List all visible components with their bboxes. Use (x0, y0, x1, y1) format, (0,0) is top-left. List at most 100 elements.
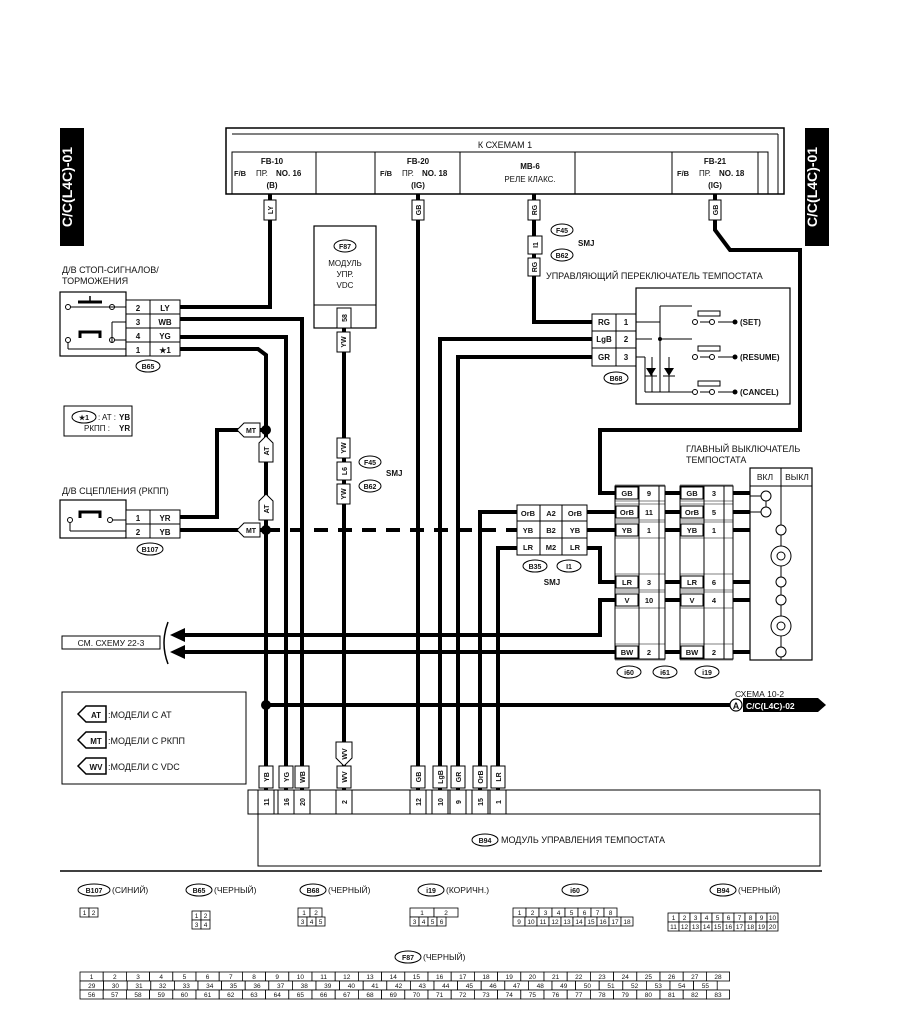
connector-pin-label: 1 (83, 910, 87, 917)
connector-pin-label: 3 (136, 974, 140, 981)
smj-f45-mid: F45 (364, 460, 376, 467)
tag-wv: WV (335, 741, 353, 767)
connector-pin-label: 9 (517, 919, 521, 926)
tag-mt2: MT (236, 522, 261, 538)
connector-pin-label: 15 (413, 974, 421, 981)
module-b94: B94 МОДУЛЬ УПРАВЛЕНИЯ ТЕМПОСТАТА (247, 789, 821, 867)
connector-pin-label: 10 (527, 919, 535, 926)
connector-pin-label: 81 (668, 992, 676, 999)
connector-pin-label: 11 (670, 924, 677, 931)
smj-mid: YW L6 YW F45 B62 SMJ (336, 437, 402, 505)
fuse2-c: ПР. (402, 169, 414, 178)
connector-pin-label: 18 (623, 919, 631, 926)
connector-desc: (ЧЕРНЫЙ) (423, 951, 466, 962)
connector-pin-label: 4 (422, 919, 426, 926)
connector-pin-label: 52 (631, 983, 639, 990)
smj-box-pin: B2 (546, 526, 556, 535)
module-pin-wire: GR (456, 772, 463, 783)
connector-pin-label: 3 (301, 919, 305, 926)
connector-pin-label: 15 (587, 919, 595, 926)
stop-switch-code: B65 (142, 364, 155, 371)
smj-f45-top: F45 (556, 228, 568, 235)
connector-pin-label: 34 (206, 983, 214, 990)
connector-pin-label: 6 (440, 919, 444, 926)
module-pin-wire: WV (342, 771, 349, 783)
smj-label-low: SMJ (544, 578, 560, 587)
stop-pin-n: 3 (136, 318, 141, 327)
connector-code: i19 (426, 888, 436, 895)
main-left-pin-w: V (624, 596, 629, 605)
connector-pin-label: 56 (88, 992, 96, 999)
connector-pin-label: 13 (366, 974, 374, 981)
connector-pin-label: 20 (529, 974, 537, 981)
vdc-line3: VDC (337, 281, 354, 290)
legend-tag: AT (91, 711, 101, 720)
legend-tag: WV (90, 763, 104, 772)
legend-text: :МОДЕЛИ С AT (108, 710, 172, 720)
connector-pin-label: 46 (489, 983, 497, 990)
stop-pin-w: YG (159, 332, 171, 341)
smj-box-left: YB (523, 526, 534, 535)
side-label-right-text: C/C(L4C)-01 (804, 147, 820, 227)
connector-pin-label: 69 (390, 992, 398, 999)
bracket-icon (163, 621, 169, 665)
main-left-pin-n: 1 (647, 526, 651, 535)
connector-pin-label: 1 (420, 910, 424, 917)
scheme-ref-line1: СХЕМА 10-2 (735, 689, 784, 699)
connector-pin-label: 14 (575, 919, 583, 926)
module-name: МОДУЛЬ УПРАВЛЕНИЯ ТЕМПОСТАТА (501, 835, 665, 845)
code-i61: i61 (660, 670, 670, 677)
module-pin-wire: WB (300, 771, 307, 783)
ctrl-pin-w: GR (598, 353, 610, 362)
connector-pin-label: 76 (552, 992, 560, 999)
note-line2: РКПП : (84, 424, 110, 433)
tag-mt2-text: MT (246, 528, 257, 535)
control-switch: УПРАВЛЯЮЩИЙ ПЕРЕКЛЮЧАТЕЛЬ ТЕМПОСТАТА RG … (546, 270, 791, 405)
smj-top-rg: RG (532, 261, 539, 272)
connector-pin-label: 65 (297, 992, 305, 999)
module-pin-wire: YB (264, 772, 271, 782)
ctrl-pin-w: LgB (596, 335, 612, 344)
main-left-pin-w: BW (621, 648, 634, 657)
fuse2-a: F/B (380, 169, 393, 178)
stop-switch: Д/В СТОП-СИГНАЛОВ/ ТОРМОЖЕНИЯ 2 LY 3 WB … (59, 265, 181, 373)
connector-pin-label: 80 (645, 992, 653, 999)
connector-desc: (ЧЕРНЫЙ) (214, 884, 257, 895)
scheme-ref-line2: C/C(L4C)-02 (746, 701, 795, 711)
wire-tag-rg: RG (527, 199, 541, 221)
module-pin-number: 10 (438, 798, 445, 806)
main-left-pin-n: 10 (645, 596, 653, 605)
smj-box-right: LR (570, 543, 581, 552)
connector-pin-label: 41 (371, 983, 379, 990)
ctrl-resume-label: (RESUME) (740, 353, 780, 362)
main-right-pin-w: YB (687, 526, 698, 535)
main-switch-on: ВКЛ (757, 472, 773, 482)
connector-pin-label: 63 (250, 992, 258, 999)
connector-pin-label: 20 (769, 924, 777, 931)
connector-pin-label: 74 (506, 992, 514, 999)
connector-pin-label: 62 (227, 992, 235, 999)
module-pin-wire: GB (416, 772, 423, 783)
connector-desc: (КОРИЧН.) (446, 885, 489, 895)
connector-pin-label: 12 (343, 974, 351, 981)
smj-label-top: SMJ (578, 239, 594, 248)
connector-pin-label: 6 (727, 915, 731, 922)
connector-pin-label: 2 (113, 974, 117, 981)
connector-pin-label: 4 (204, 922, 208, 929)
vdc-yw-tag: YW (341, 336, 348, 348)
fuse2-b: FB-20 (407, 157, 430, 166)
tag-mt1-text: MT (246, 428, 257, 435)
stop-switch-title1: Д/В СТОП-СИГНАЛОВ/ (62, 265, 159, 275)
wire-tag-gb2-text: GB (713, 205, 720, 216)
vdc-code: F87 (339, 244, 351, 251)
connector-pin-label: 2 (531, 910, 535, 917)
module-pin-number: 20 (300, 798, 307, 806)
connector-pin-label: 49 (560, 983, 568, 990)
fuse1-d: NO. 16 (276, 169, 302, 178)
connector-pin-label: 3 (195, 922, 199, 929)
connector-pin-label: 1 (302, 910, 306, 917)
side-label-right: C/C(L4C)-01 (804, 128, 829, 246)
connector-pin-label: 8 (609, 910, 613, 917)
connector-pin-label: 14 (703, 924, 711, 931)
